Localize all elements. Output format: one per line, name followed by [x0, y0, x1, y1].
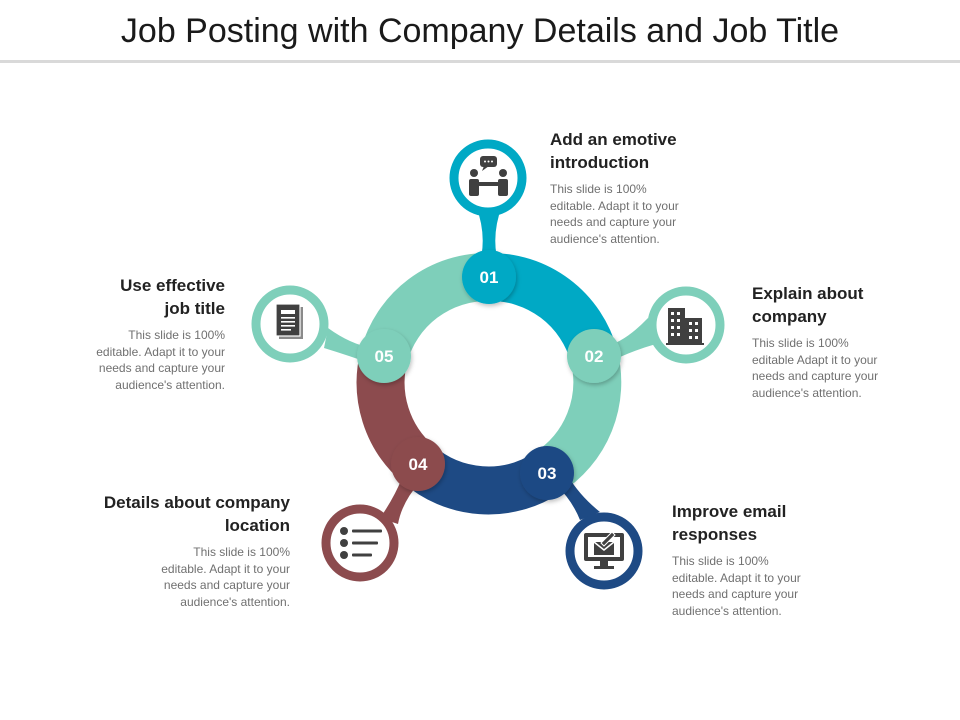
description-line: This slide is 100% — [550, 182, 647, 196]
icon-circle-04 — [321, 504, 399, 582]
heading-line: Details about company — [103, 493, 290, 512]
connector-01 — [476, 206, 502, 262]
step-description: This slide is 100% editable. Adapt it to… — [672, 553, 852, 619]
description-line: editable. Adapt it to your — [161, 561, 290, 576]
description-line: editable. Adapt it to your — [96, 344, 225, 359]
step-description: This slide is 100% editable. Adapt it to… — [45, 327, 225, 393]
description-line: This slide is 100% — [128, 328, 225, 342]
heading-line: Improve email — [672, 502, 787, 521]
step-number-03: 03 — [538, 464, 557, 483]
description-line: needs and capture your — [752, 369, 879, 383]
step-number-01: 01 — [480, 268, 499, 287]
description-line: needs and capture your — [98, 361, 225, 375]
description-line: needs and capture your — [672, 587, 799, 601]
step-text-05: Use effective job title This slide is 10… — [45, 274, 225, 393]
title-divider — [0, 60, 960, 63]
icon-circle-01 — [449, 139, 527, 217]
step-number-05: 05 — [375, 347, 394, 366]
office-building-icon — [666, 308, 704, 345]
step-text-01: Add an emotive introduction This slide i… — [550, 128, 730, 247]
icon-circle-03 — [565, 512, 643, 590]
icon-circle-02 — [647, 286, 725, 364]
step-heading: Explain about company — [752, 282, 932, 328]
step-text-02: Explain about company This slide is 100%… — [752, 282, 932, 401]
step-description: This slide is 100% editable. Adapt it to… — [550, 181, 730, 247]
step-text-04: Details about company location This slid… — [60, 491, 290, 610]
heading-line: Use effective — [120, 276, 225, 295]
heading-line: location — [224, 516, 290, 535]
step-badge-03: 03 — [520, 446, 574, 500]
document-icon — [275, 303, 303, 339]
step-text-03: Improve email responses This slide is 10… — [672, 500, 852, 619]
heading-line: job title — [164, 299, 225, 318]
description-line: audience's attention. — [550, 231, 660, 246]
step-heading: Use effective job title — [45, 274, 225, 320]
step-badge-01: 01 — [462, 250, 516, 304]
heading-line: responses — [672, 525, 758, 544]
description-line: editable. Adapt it to your — [672, 570, 801, 585]
handshake-chat-icon — [469, 156, 508, 196]
computer-mail-icon — [584, 531, 624, 569]
step-badge-02: 02 — [567, 329, 621, 383]
list-icon — [340, 527, 382, 559]
step-badge-05: 05 — [357, 329, 411, 383]
step-description: This slide is 100% editable Adapt it to … — [752, 335, 932, 401]
step-heading: Improve email responses — [672, 500, 852, 546]
description-line: audience's attention. — [672, 603, 782, 618]
description-line: audience's attention. — [752, 385, 862, 400]
description-line: audience's attention. — [180, 594, 290, 609]
description-line: audience's attention. — [115, 377, 225, 392]
step-badge-04: 04 — [391, 437, 445, 491]
page-title: Job Posting with Company Details and Job… — [120, 12, 840, 50]
description-line: editable Adapt it to your — [752, 352, 878, 367]
heading-line: Explain about — [752, 284, 864, 303]
step-heading: Details about company location — [60, 491, 290, 537]
description-line: This slide is 100% — [193, 545, 290, 559]
step-number-02: 02 — [585, 347, 604, 366]
step-heading: Add an emotive introduction — [550, 128, 730, 174]
description-line: This slide is 100% — [672, 554, 769, 568]
icon-circle-05 — [251, 285, 329, 363]
description-line: needs and capture your — [550, 215, 677, 229]
description-line: This slide is 100% — [752, 336, 849, 350]
step-description: This slide is 100% editable. Adapt it to… — [60, 544, 290, 610]
heading-line: company — [752, 307, 827, 326]
heading-line: Add an emotive — [550, 130, 677, 149]
heading-line: introduction — [550, 153, 650, 172]
description-line: needs and capture your — [163, 578, 290, 592]
description-line: editable. Adapt it to your — [550, 198, 679, 213]
step-number-04: 04 — [409, 455, 428, 474]
